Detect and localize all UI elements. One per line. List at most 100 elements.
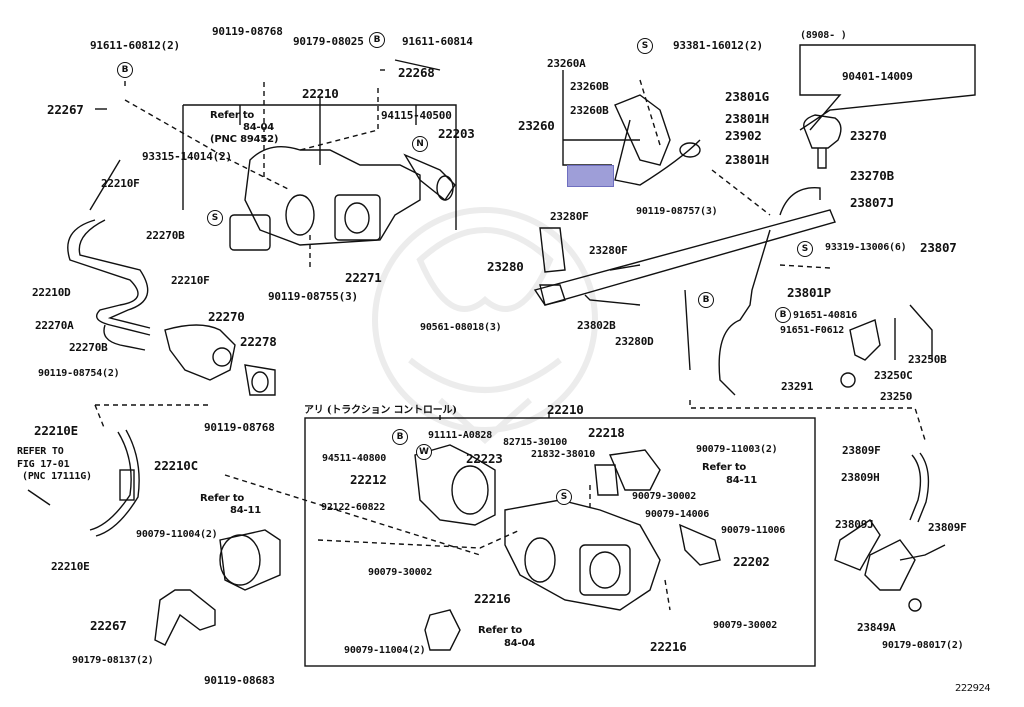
part-label[interactable]: 90561-08018(3) bbox=[420, 322, 502, 333]
part-label[interactable]: 90119-08754(2) bbox=[38, 368, 120, 379]
part-label[interactable]: 22218 bbox=[588, 425, 625, 440]
part-label[interactable]: 23280D bbox=[615, 335, 654, 348]
part-label[interactable]: 23802B bbox=[577, 319, 616, 332]
part-label[interactable]: 23801G bbox=[725, 89, 769, 104]
part-label[interactable]: 22210 bbox=[302, 86, 339, 101]
part-label[interactable]: 23809H bbox=[841, 471, 880, 484]
part-label[interactable]: 22267 bbox=[90, 618, 127, 633]
part-label[interactable]: 23250 bbox=[880, 390, 913, 403]
refer-note[interactable]: FIG 17-01 bbox=[17, 459, 70, 470]
refer-note[interactable]: Refer to bbox=[478, 625, 523, 636]
refer-note[interactable]: 84-11 bbox=[230, 505, 261, 516]
part-label[interactable]: 22210 bbox=[547, 402, 584, 417]
diagram-id: 222924 bbox=[955, 683, 991, 694]
part-label[interactable]: 22267 bbox=[47, 102, 84, 117]
part-label[interactable]: 22210C bbox=[154, 458, 198, 473]
part-label[interactable]: 91611-60812(2) bbox=[90, 39, 180, 52]
part-label[interactable]: 23250C bbox=[874, 369, 913, 382]
part-label[interactable]: 23902 bbox=[725, 128, 762, 143]
part-label[interactable]: 91611-60814 bbox=[402, 35, 473, 48]
part-label[interactable]: 90079-11006 bbox=[721, 525, 786, 536]
part-label[interactable]: 90179-08017(2) bbox=[882, 640, 964, 651]
part-label[interactable]: 23270B bbox=[850, 168, 894, 183]
part-label[interactable]: 90401-14009 bbox=[842, 70, 913, 83]
refer-note[interactable]: (PNC 89452) bbox=[210, 134, 279, 145]
part-label[interactable]: 22212 bbox=[350, 472, 387, 487]
part-label[interactable]: 82715-30100 bbox=[503, 437, 568, 448]
part-label[interactable]: 23801H bbox=[725, 111, 769, 126]
part-label[interactable]: 23280 bbox=[487, 259, 524, 274]
part-label[interactable]: 22278 bbox=[240, 334, 277, 349]
part-label[interactable]: 23809F bbox=[928, 521, 967, 534]
part-label[interactable]: 23260A bbox=[547, 57, 586, 70]
part-label[interactable]: 22223 bbox=[466, 451, 503, 466]
part-label[interactable]: 22270B bbox=[69, 341, 108, 354]
part-label[interactable]: 90119-08768 bbox=[204, 421, 275, 434]
part-label[interactable]: 22271 bbox=[345, 270, 382, 285]
part-label[interactable]: 91111-A0828 bbox=[428, 430, 493, 441]
part-label[interactable]: 23809J bbox=[835, 518, 874, 531]
part-label[interactable]: 90119-08768 bbox=[212, 25, 283, 38]
part-label[interactable]: 90079-11004(2) bbox=[136, 529, 218, 540]
part-label[interactable]: 23260 bbox=[518, 118, 555, 133]
part-label[interactable]: 94511-40800 bbox=[322, 453, 387, 464]
date-range-note: (8908- ) bbox=[800, 30, 847, 41]
part-label[interactable]: 91651-40816 bbox=[793, 310, 858, 321]
part-label[interactable]: 23807J bbox=[850, 195, 894, 210]
refer-note[interactable]: Refer to bbox=[200, 493, 245, 504]
part-label[interactable]: 90079-11003(2) bbox=[696, 444, 778, 455]
traction-control-note: アリ (トラクション コントロール) bbox=[304, 405, 457, 416]
part-label[interactable]: 21832-38010 bbox=[531, 449, 596, 460]
part-label[interactable]: 93381-16012(2) bbox=[673, 39, 763, 52]
part-label[interactable]: 90119-08757(3) bbox=[636, 206, 718, 217]
part-label[interactable]: 22210E bbox=[51, 560, 90, 573]
part-label[interactable]: 90119-08683 bbox=[204, 674, 275, 687]
part-label[interactable]: 23280F bbox=[550, 210, 589, 223]
part-label[interactable]: 23260B bbox=[570, 104, 609, 117]
part-label[interactable]: 23809F bbox=[842, 444, 881, 457]
part-label[interactable]: 23250B bbox=[908, 353, 947, 366]
part-label[interactable]: 22216 bbox=[474, 591, 511, 606]
part-label[interactable]: 22216 bbox=[650, 639, 687, 654]
part-label[interactable]: 22210E bbox=[34, 423, 78, 438]
part-label[interactable]: 91651-F0612 bbox=[780, 325, 845, 336]
refer-note[interactable]: 84-04 bbox=[504, 638, 535, 649]
part-label[interactable]: 22270B bbox=[146, 229, 185, 242]
part-label[interactable]: 90119-08755(3) bbox=[268, 290, 358, 303]
part-label[interactable]: 22270A bbox=[35, 319, 74, 332]
part-label[interactable]: 23280F bbox=[589, 244, 628, 257]
refer-note[interactable]: Refer to bbox=[210, 110, 255, 121]
part-label[interactable]: 23801H bbox=[725, 152, 769, 167]
highlighted-part-23260[interactable] bbox=[567, 165, 614, 187]
part-label[interactable]: 22203 bbox=[438, 126, 475, 141]
part-label[interactable]: 23801P bbox=[787, 285, 831, 300]
part-label[interactable]: 22268 bbox=[398, 65, 435, 80]
part-label[interactable]: 22210D bbox=[32, 286, 71, 299]
refer-note[interactable]: REFER TO bbox=[17, 446, 64, 457]
part-label[interactable]: 90079-30002 bbox=[713, 620, 778, 631]
refer-note[interactable]: Refer to bbox=[702, 462, 747, 473]
part-label[interactable]: 22210F bbox=[171, 274, 210, 287]
part-label[interactable]: 22210F bbox=[101, 177, 140, 190]
part-label[interactable]: 23849A bbox=[857, 621, 896, 634]
refer-note[interactable]: (PNC 17111G) bbox=[22, 471, 92, 482]
part-label[interactable]: 23807 bbox=[920, 240, 957, 255]
refer-note[interactable]: 84-04 bbox=[243, 122, 274, 133]
part-label[interactable]: 23291 bbox=[781, 380, 814, 393]
part-label[interactable]: 90079-30002 bbox=[632, 491, 697, 502]
refer-note[interactable]: 84-11 bbox=[726, 475, 757, 486]
part-label[interactable]: 94115-40500 bbox=[381, 109, 452, 122]
part-label[interactable]: 90079-30002 bbox=[368, 567, 433, 578]
part-label[interactable]: 23270 bbox=[850, 128, 887, 143]
part-label[interactable]: 90079-14006 bbox=[645, 509, 710, 520]
part-label[interactable]: 92122-60822 bbox=[321, 502, 386, 513]
part-label[interactable]: 22270 bbox=[208, 309, 245, 324]
part-label[interactable]: 90179-08025 bbox=[293, 35, 364, 48]
part-label[interactable]: 90079-11004(2) bbox=[344, 645, 426, 656]
part-label[interactable]: 22202 bbox=[733, 554, 770, 569]
part-label[interactable]: 93315-14014(2) bbox=[142, 150, 232, 163]
part-label[interactable]: 23260B bbox=[570, 80, 609, 93]
part-label[interactable]: 90179-08137(2) bbox=[72, 655, 154, 666]
part-label[interactable]: 93319-13006(6) bbox=[825, 242, 907, 253]
